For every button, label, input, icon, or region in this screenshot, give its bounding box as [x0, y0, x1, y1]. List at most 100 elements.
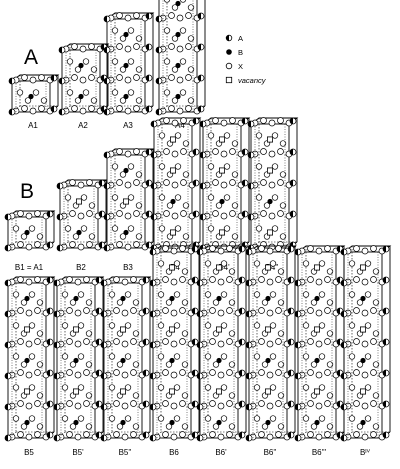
x-atom — [163, 210, 170, 217]
x-atom — [204, 291, 212, 298]
a-atom — [46, 431, 54, 439]
x-atom — [174, 194, 182, 201]
a-atom — [382, 338, 390, 346]
a-atom — [103, 213, 111, 221]
x-atom — [364, 260, 372, 267]
x-atom — [326, 268, 334, 275]
x-atom — [77, 384, 85, 391]
atoms — [53, 276, 103, 442]
a-atom — [192, 210, 200, 218]
x-atom — [25, 243, 33, 251]
a-atom — [103, 182, 111, 190]
a-atom — [46, 369, 54, 377]
x-atom — [162, 338, 169, 345]
x-atom — [217, 309, 225, 317]
x-atom — [85, 392, 93, 399]
a-atom — [340, 434, 348, 442]
x-atom — [185, 74, 192, 81]
a-atom — [196, 341, 204, 349]
vacancy-site — [169, 229, 176, 236]
x-atom — [268, 150, 276, 158]
a-atom — [149, 279, 157, 287]
x-atom — [302, 291, 310, 298]
x-atom — [174, 132, 182, 139]
a-atom — [50, 105, 58, 113]
b-atom — [265, 419, 271, 426]
a-atom — [287, 431, 295, 439]
a-atom — [4, 434, 12, 442]
b-atom — [120, 357, 126, 364]
a-atom — [100, 403, 108, 411]
x-atom — [209, 338, 216, 345]
structure-b: Bᴵⱽ — [340, 245, 392, 457]
atoms — [56, 179, 106, 252]
a-atom — [287, 307, 295, 315]
x-atom — [61, 291, 69, 298]
x-atom — [133, 43, 140, 50]
a-atom — [245, 434, 253, 442]
b-atom — [123, 167, 129, 174]
atoms — [103, 12, 153, 116]
x-atom — [226, 338, 233, 345]
x-atom — [220, 260, 228, 267]
x-atom — [348, 384, 356, 391]
a-atom — [56, 213, 64, 221]
a-atom — [247, 120, 255, 128]
a-atom — [103, 15, 111, 23]
b-atom — [265, 295, 271, 302]
x-atom — [162, 245, 169, 252]
x-atom — [66, 400, 73, 407]
x-atom — [260, 148, 267, 155]
x-atom — [310, 423, 318, 430]
x-atom — [86, 210, 93, 217]
x-atom — [69, 241, 76, 248]
x-atom — [116, 105, 123, 112]
x-atom — [116, 361, 124, 368]
structure-label: A1 — [28, 121, 38, 130]
x-atom — [163, 148, 170, 155]
a-atom — [8, 108, 16, 116]
x-atom — [29, 76, 37, 84]
x-atom — [113, 431, 120, 438]
x-atom — [226, 245, 233, 252]
x-atom — [269, 260, 277, 267]
b-atom — [123, 31, 129, 38]
b-atom — [216, 295, 222, 302]
x-atom — [209, 369, 216, 376]
x-atom — [74, 371, 82, 379]
legend-a-label: A — [238, 34, 243, 43]
b-atom — [123, 62, 129, 69]
a-atom — [191, 369, 199, 377]
x-atom — [111, 194, 119, 201]
atoms — [196, 245, 246, 442]
x-atom — [372, 268, 380, 275]
a-atom — [149, 372, 157, 380]
a-atom — [46, 400, 54, 408]
x-atom — [66, 89, 74, 96]
x-atom — [269, 384, 277, 391]
x-atom — [17, 431, 24, 438]
a-atom — [98, 179, 106, 187]
x-atom — [231, 202, 239, 209]
legend-a-symbol — [225, 34, 233, 42]
a-atom — [103, 108, 111, 116]
x-atom — [277, 179, 284, 186]
vacancy-site — [23, 388, 30, 395]
x-atom — [127, 225, 135, 232]
a-atom — [197, 74, 205, 82]
x-atom — [116, 423, 124, 430]
a-atom — [145, 241, 153, 249]
x-atom — [36, 330, 44, 337]
x-atom — [77, 353, 85, 360]
x-atom — [130, 369, 137, 376]
legend-item-x: X — [225, 62, 243, 71]
x-atom — [179, 276, 186, 283]
structure-b4: B4 — [150, 117, 202, 272]
x-atom — [69, 299, 77, 306]
x-atom — [38, 105, 45, 112]
x-atom — [179, 27, 187, 34]
a-atom — [142, 338, 150, 346]
structure-label: B6 — [169, 448, 179, 457]
x-atom — [187, 4, 195, 11]
x-atom — [17, 241, 24, 248]
